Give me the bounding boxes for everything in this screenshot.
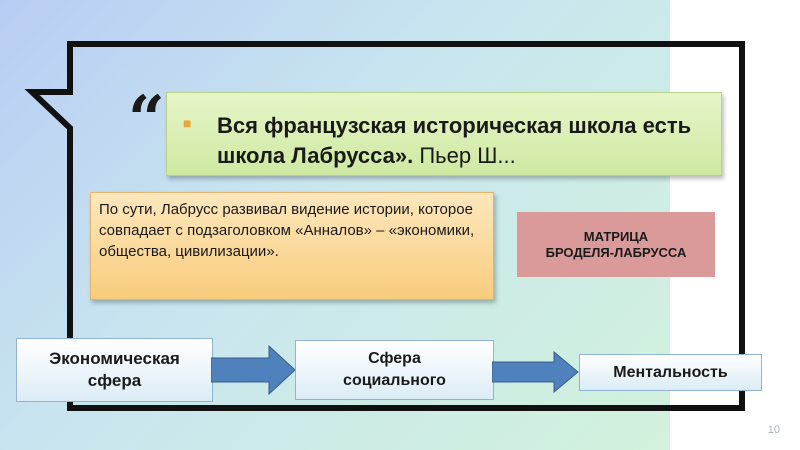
quote-mark-icon: “: [128, 82, 165, 157]
quote-text: Вся французская историческая школа есть …: [217, 111, 717, 171]
flow-box-economic-line1: Экономическая: [49, 349, 180, 368]
flow-box-social: Сфера социального: [295, 340, 494, 400]
bullet-icon: ■: [183, 115, 192, 131]
matrix-line2: БРОДЕЛЯ-ЛАБРУССА: [545, 244, 687, 260]
flow-box-mentality-line1: Ментальность: [613, 363, 728, 381]
note-text: По сути, Лабрусс развивал видение истори…: [99, 201, 475, 260]
arrow-right-icon: [492, 350, 579, 394]
arrow-right-icon: [211, 344, 296, 396]
flow-box-social-line1: Сфера: [368, 350, 421, 367]
quote-bold-text: Вся французская историческая школа есть …: [217, 113, 692, 168]
page-number: 10: [767, 424, 780, 436]
flow-box-mentality: Ментальность: [579, 354, 762, 391]
note-box: По сути, Лабрусс развивал видение истори…: [90, 192, 494, 300]
matrix-label-box: МАТРИЦА БРОДЕЛЯ-ЛАБРУССА: [517, 212, 715, 277]
quote-box: ■ Вся французская историческая школа ест…: [166, 92, 722, 176]
flow-box-economic-line2: сфера: [87, 371, 142, 390]
quote-author: Пьер Ш...: [413, 143, 516, 168]
matrix-line1: МАТРИЦА: [583, 228, 649, 244]
flow-box-economic: Экономическая сфера: [16, 338, 213, 402]
flow-box-social-line2: социального: [343, 372, 446, 389]
